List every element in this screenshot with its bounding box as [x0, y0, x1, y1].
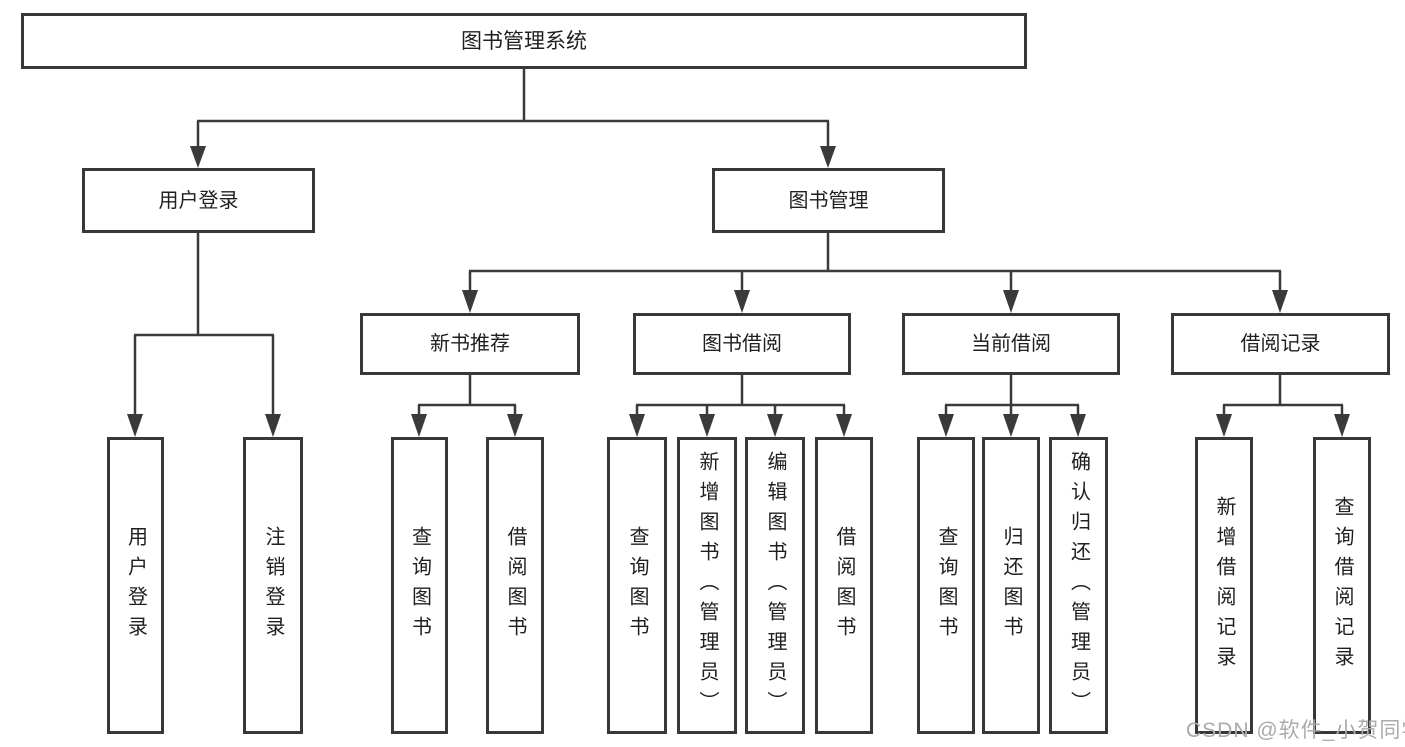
leaf-query-books-recommend: 查询图书	[391, 437, 448, 734]
leaf-add-borrow-record: 新增借阅记录	[1195, 437, 1253, 734]
leaf-borrow-books-recommend: 借阅图书	[486, 437, 544, 734]
edge-book-borrow-children	[629, 375, 852, 437]
node-label: 新书推荐	[430, 333, 510, 355]
leaf-query-borrow-record: 查询借阅记录	[1313, 437, 1371, 734]
leaf-label: 确认归还（管理员）	[1067, 450, 1090, 721]
leaf-add-book-admin: 新增图书（管理员）	[677, 437, 737, 734]
leaf-edit-book-admin: 编辑图书（管理员）	[745, 437, 805, 734]
leaf-label: 归还图书	[1000, 525, 1022, 646]
leaf-label: 新增图书（管理员）	[696, 450, 718, 721]
edge-new-book-children	[411, 375, 523, 437]
node-label: 图书管理系统	[461, 29, 587, 53]
leaf-label: 查询图书	[626, 525, 648, 646]
leaf-label: 查询图书	[935, 525, 957, 646]
edge-borrow-records-children	[1216, 375, 1350, 437]
node-new-book-recommend: 新书推荐	[360, 313, 580, 375]
edge-current-borrow-children	[938, 375, 1086, 437]
node-user-login: 用户登录	[82, 168, 315, 233]
node-label: 用户登录	[158, 189, 239, 212]
node-book-management: 图书管理	[712, 168, 945, 233]
node-current-borrow: 当前借阅	[902, 313, 1120, 375]
leaf-label: 编辑图书（管理员）	[764, 450, 786, 721]
node-borrow-records: 借阅记录	[1171, 313, 1390, 375]
leaf-borrow-books: 借阅图书	[815, 437, 873, 734]
leaf-label: 新增借阅记录	[1213, 495, 1235, 676]
edge-user-login-children	[127, 233, 281, 437]
leaf-label: 查询借阅记录	[1331, 495, 1353, 676]
leaf-return-books: 归还图书	[982, 437, 1040, 734]
node-label: 图书管理	[788, 189, 869, 212]
node-label: 借阅记录	[1240, 333, 1321, 355]
node-root-system: 图书管理系统	[21, 13, 1027, 69]
leaf-label: 用户登录	[124, 525, 147, 646]
node-label: 当前借阅	[971, 333, 1051, 355]
leaf-label: 借阅图书	[833, 525, 855, 646]
edge-book-management-split	[462, 233, 1288, 313]
leaf-label: 借阅图书	[504, 525, 526, 646]
leaf-label: 查询图书	[408, 525, 431, 646]
leaf-logout-login: 注销登录	[243, 437, 303, 734]
leaf-query-books-current: 查询图书	[917, 437, 975, 734]
node-label: 图书借阅	[702, 333, 782, 355]
leaf-user-login: 用户登录	[107, 437, 164, 734]
leaf-query-books-borrow: 查询图书	[607, 437, 667, 734]
leaf-label: 注销登录	[262, 525, 284, 646]
edge-root-split	[190, 69, 836, 168]
leaf-confirm-return-admin: 确认归还（管理员）	[1049, 437, 1108, 734]
csdn-watermark: CSDN @软件_小贺同学	[1186, 719, 1405, 742]
node-book-borrow: 图书借阅	[633, 313, 851, 375]
